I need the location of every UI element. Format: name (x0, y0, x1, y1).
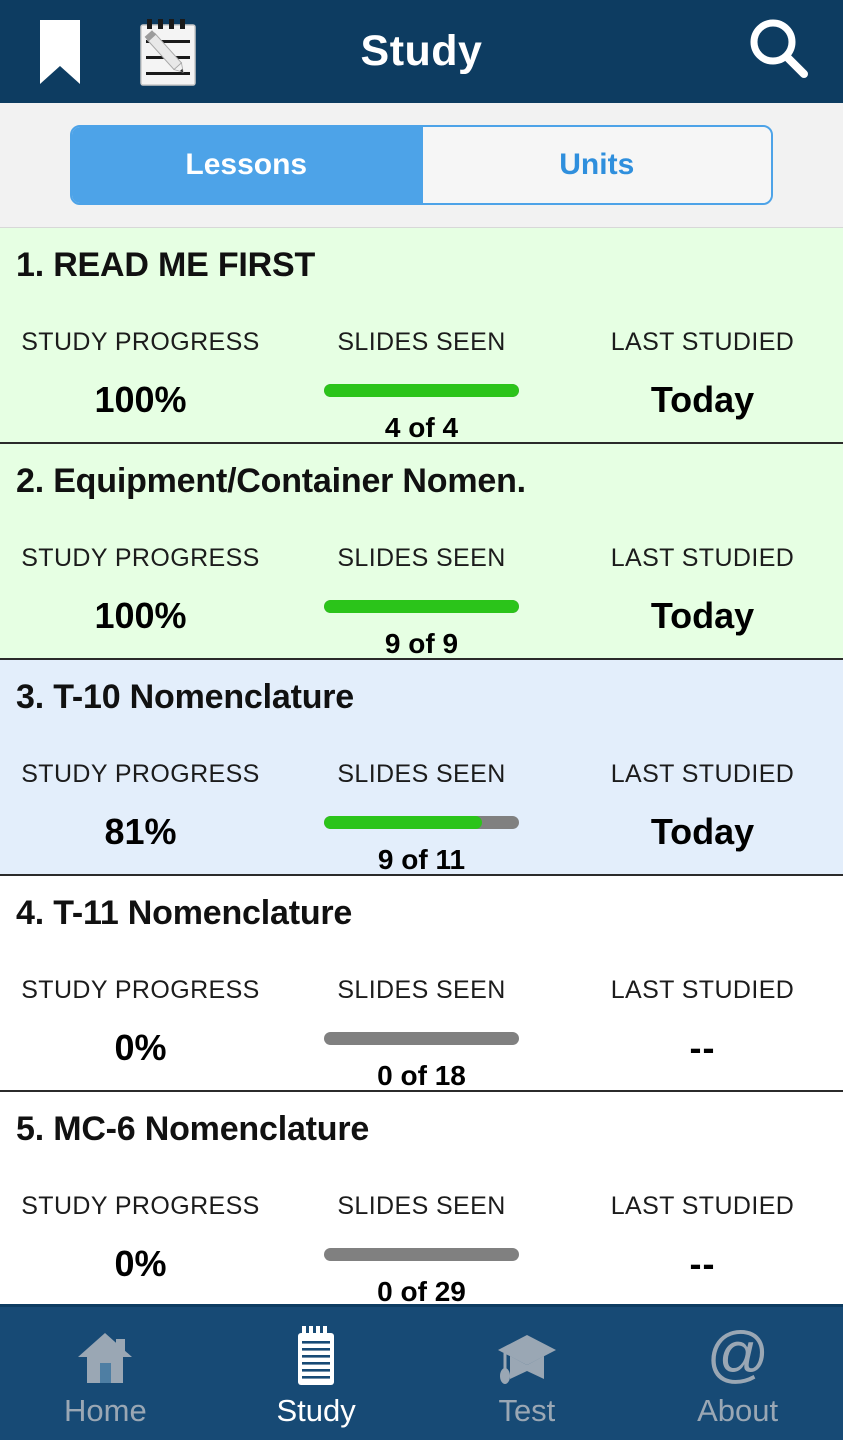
nav-label: Study (276, 1392, 356, 1428)
metric-last-studied: LAST STUDIED -- (562, 976, 843, 1092)
segmented-control: Lessons Units (70, 125, 773, 205)
lesson-title: 1. READ ME FIRST (16, 246, 316, 284)
metric-slides-seen: SLIDES SEEN 4 of 4 (281, 328, 562, 444)
last-studied-value: Today (650, 811, 755, 852)
nav-label: About (697, 1392, 779, 1428)
last-studied-value: Today (650, 379, 755, 420)
slides-seen-value: 9 of 9 (384, 628, 459, 659)
nav-item-about[interactable]: @ About (632, 1307, 843, 1440)
nav-label: Home (64, 1392, 147, 1428)
metric-study-progress: STUDY PROGRESS 100% (0, 544, 281, 660)
search-icon[interactable] (743, 14, 813, 84)
bottom-navigation: Home Study (0, 1304, 843, 1440)
last-studied-value: -- (689, 1027, 716, 1068)
tab-units[interactable]: Units (420, 127, 771, 203)
notepad-icon (285, 1325, 347, 1391)
lesson-metrics: STUDY PROGRESS 81% SLIDES SEEN 9 of 11 L… (0, 760, 843, 876)
slides-progress-bar (324, 384, 519, 397)
nav-item-home[interactable]: Home (0, 1307, 211, 1440)
notepad-pencil-icon[interactable] (133, 18, 205, 88)
graduation-cap-icon (496, 1325, 558, 1391)
study-progress-value: 0% (114, 1027, 167, 1068)
metric-label: SLIDES SEEN (337, 976, 506, 1004)
page-title: Study (360, 27, 483, 75)
nav-item-study[interactable]: Study (211, 1307, 422, 1440)
metric-slides-seen: SLIDES SEEN 9 of 9 (281, 544, 562, 660)
study-progress-value: 0% (114, 1243, 167, 1284)
slides-progress-bar (324, 600, 519, 613)
last-studied-value: Today (650, 595, 755, 636)
metric-label: STUDY PROGRESS (21, 1192, 260, 1220)
at-sign-icon: @ (707, 1325, 769, 1391)
lesson-title: 3. T-10 Nomenclature (16, 678, 355, 716)
nav-item-test[interactable]: Test (422, 1307, 633, 1440)
metric-last-studied: LAST STUDIED Today (562, 328, 843, 444)
lesson-row[interactable]: 5. MC-6 Nomenclature STUDY PROGRESS 0% S… (0, 1092, 843, 1304)
slides-progress-bar (324, 1032, 519, 1045)
app-header: Study (0, 0, 843, 103)
lesson-title: 2. Equipment/Container Nomen. (16, 462, 526, 500)
slides-progress-fill (324, 816, 482, 829)
slides-seen-value: 0 of 29 (377, 1276, 466, 1304)
lesson-row[interactable]: 2. Equipment/Container Nomen. STUDY PROG… (0, 444, 843, 660)
lesson-list[interactable]: 1. READ ME FIRST STUDY PROGRESS 100% SLI… (0, 228, 843, 1304)
lesson-row[interactable]: 4. T-11 Nomenclature STUDY PROGRESS 0% S… (0, 876, 843, 1092)
metric-label: SLIDES SEEN (337, 1192, 506, 1220)
last-studied-value: -- (689, 1243, 716, 1284)
study-progress-value: 100% (94, 379, 187, 420)
metric-study-progress: STUDY PROGRESS 0% (0, 1192, 281, 1304)
metric-last-studied: LAST STUDIED Today (562, 760, 843, 876)
lesson-metrics: STUDY PROGRESS 0% SLIDES SEEN 0 of 29 LA… (0, 1192, 843, 1304)
tab-lessons[interactable]: Lessons (72, 127, 421, 203)
metric-study-progress: STUDY PROGRESS 81% (0, 760, 281, 876)
bookmark-icon[interactable] (40, 20, 80, 84)
lesson-metrics: STUDY PROGRESS 100% SLIDES SEEN 9 of 9 L… (0, 544, 843, 660)
slides-progress-bar (324, 816, 519, 829)
house-icon (74, 1325, 136, 1391)
slides-seen-value: 4 of 4 (384, 412, 459, 443)
metric-study-progress: STUDY PROGRESS 0% (0, 976, 281, 1092)
metric-label: STUDY PROGRESS (21, 976, 260, 1004)
lesson-metrics: STUDY PROGRESS 100% SLIDES SEEN 4 of 4 L… (0, 328, 843, 444)
metric-label: LAST STUDIED (610, 760, 795, 788)
metric-label: SLIDES SEEN (337, 760, 506, 788)
lesson-title: 4. T-11 Nomenclature (16, 894, 353, 932)
svg-text:@: @ (707, 1327, 769, 1389)
metric-label: STUDY PROGRESS (21, 328, 260, 356)
slides-progress-bar (324, 1248, 519, 1261)
metric-label: LAST STUDIED (610, 544, 795, 572)
metric-last-studied: LAST STUDIED Today (562, 544, 843, 660)
metric-label: STUDY PROGRESS (21, 760, 260, 788)
study-progress-value: 81% (104, 811, 177, 852)
metric-label: SLIDES SEEN (337, 544, 506, 572)
slides-progress-fill (324, 384, 519, 397)
lesson-title: 5. MC-6 Nomenclature (16, 1110, 370, 1148)
slides-progress-fill (324, 600, 519, 613)
lesson-row[interactable]: 1. READ ME FIRST STUDY PROGRESS 100% SLI… (0, 228, 843, 444)
metric-slides-seen: SLIDES SEEN 0 of 29 (281, 1192, 562, 1304)
segmented-control-bar: Lessons Units (0, 103, 843, 228)
metric-label: SLIDES SEEN (337, 328, 506, 356)
lesson-metrics: STUDY PROGRESS 0% SLIDES SEEN 0 of 18 LA… (0, 976, 843, 1092)
metric-slides-seen: SLIDES SEEN 9 of 11 (281, 760, 562, 876)
study-progress-value: 100% (94, 595, 187, 636)
metric-label: LAST STUDIED (610, 976, 795, 1004)
metric-label: LAST STUDIED (610, 1192, 795, 1220)
metric-study-progress: STUDY PROGRESS 100% (0, 328, 281, 444)
slides-seen-value: 9 of 11 (377, 844, 466, 875)
slides-seen-value: 0 of 18 (377, 1060, 466, 1091)
metric-last-studied: LAST STUDIED -- (562, 1192, 843, 1304)
metric-label: LAST STUDIED (610, 328, 795, 356)
lesson-row[interactable]: 3. T-10 Nomenclature STUDY PROGRESS 81% … (0, 660, 843, 876)
nav-label: Test (498, 1392, 556, 1428)
metric-slides-seen: SLIDES SEEN 0 of 18 (281, 976, 562, 1092)
metric-label: STUDY PROGRESS (21, 544, 260, 572)
